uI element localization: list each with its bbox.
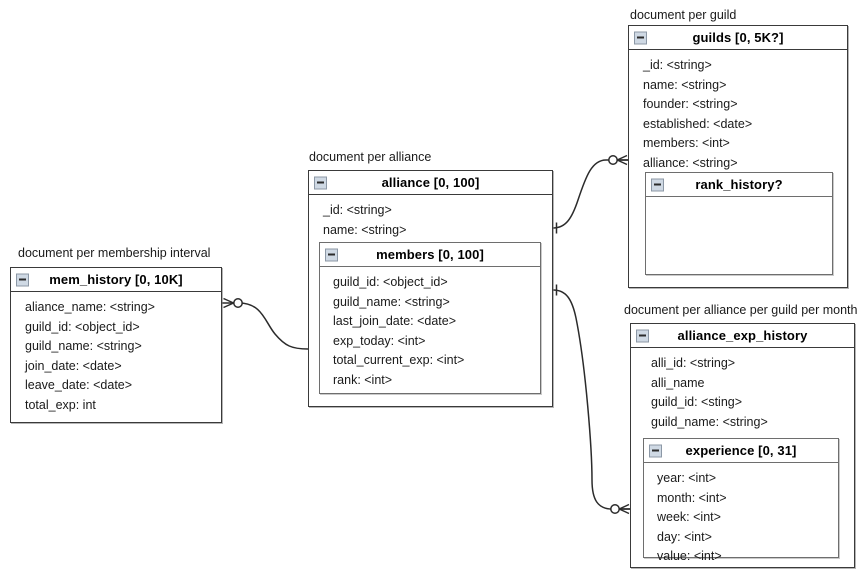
caption-alliance-exp-history: document per alliance per guild per mont… (624, 303, 858, 317)
field-row: leave_date: <date> (25, 378, 133, 392)
field-row: guild_name: <string> (25, 339, 142, 353)
subentity-experience[interactable]: experience [0, 31] year: <int> month: <i… (643, 438, 839, 563)
entity-header-guilds[interactable]: guilds [0, 5K?] (629, 26, 847, 50)
minus-box-icon[interactable] (636, 329, 649, 342)
field-row: value: <int> (657, 549, 722, 563)
field-row: day: <int> (657, 529, 712, 544)
field-row: week: <int> (657, 510, 721, 524)
field-row: guild_name: <string> (651, 414, 768, 429)
minus-box-icon[interactable] (314, 176, 327, 189)
entity-title-guilds: guilds [0, 5K?] (692, 30, 784, 45)
relationship-members-experience (550, 284, 630, 515)
entity-guilds[interactable]: guilds [0, 5K?] _id: <string> name: <str… (628, 25, 848, 288)
field-row: rank: <int> (333, 372, 393, 387)
minus-box-icon[interactable] (651, 178, 664, 191)
entity-fields-alliance: _id: <string> name: <string> (309, 195, 552, 240)
field-row: year: <int> (657, 471, 717, 485)
subentity-title-experience: experience [0, 31] (685, 443, 797, 458)
field-row: name: <string> (323, 222, 407, 237)
relationship-mem-history-members (222, 297, 320, 355)
field-row: established: <date> (643, 116, 753, 131)
minus-box-icon[interactable] (649, 444, 662, 457)
caption-guilds: document per guild (630, 8, 737, 22)
subentity-fields-members: guild_id: <object_id> guild_name: <strin… (320, 267, 540, 394)
field-row: guild_id: <object_id> (25, 319, 140, 334)
caption-alliance: document per alliance (309, 150, 432, 164)
subentity-header-members[interactable]: members [0, 100] (320, 243, 540, 267)
field-row: alli_name (651, 375, 705, 390)
minus-box-icon[interactable] (16, 273, 29, 286)
caption-mem-history: document per membership interval (18, 246, 211, 260)
field-row: _id: <string> (323, 203, 392, 217)
field-row: join_date: <date> (25, 358, 122, 373)
entity-fields-guilds: _id: <string> name: <string> founder: <s… (629, 50, 847, 173)
entity-header-mem-history[interactable]: mem_history [0, 10K] (11, 268, 221, 292)
field-row: alliance: <string> (643, 155, 738, 170)
entity-title-mem-history: mem_history [0, 10K] (49, 272, 183, 287)
field-row: guild_name: <string> (333, 294, 450, 309)
field-row: last_join_date: <date> (333, 314, 457, 328)
entity-title-alliance: alliance [0, 100] (381, 175, 480, 190)
subentity-title-members: members [0, 100] (376, 247, 484, 262)
field-row: month: <int> (657, 490, 727, 505)
minus-box-icon[interactable] (325, 248, 338, 261)
subentity-header-experience[interactable]: experience [0, 31] (644, 439, 838, 463)
entity-mem-history[interactable]: mem_history [0, 10K] aliance_name: <stri… (10, 267, 222, 423)
entity-title-alliance-exp-history: alliance_exp_history (677, 328, 808, 343)
entity-alliance[interactable]: alliance [0, 100] _id: <string> name: <s… (308, 170, 553, 407)
minus-box-icon[interactable] (634, 31, 647, 44)
relationship-alliance-guilds (550, 154, 628, 234)
field-row: alli_id: <string> (651, 356, 736, 370)
entity-alliance-exp-history[interactable]: alliance_exp_history alli_id: <string> a… (630, 323, 855, 568)
subentity-title-rank-history: rank_history? (695, 177, 783, 192)
field-row: guild_id: <sting> (651, 395, 743, 409)
subentity-fields-experience: year: <int> month: <int> week: <int> day… (644, 463, 838, 571)
entity-header-alliance[interactable]: alliance [0, 100] (309, 171, 552, 195)
subentity-rank-history[interactable]: rank_history? (645, 172, 833, 275)
subentity-members[interactable]: members [0, 100] guild_id: <object_id> g… (319, 242, 541, 394)
field-row: name: <string> (643, 77, 727, 92)
field-row: total_exp: int (25, 397, 96, 412)
field-row: members: <int> (643, 136, 730, 150)
field-row: total_current_exp: <int> (333, 353, 465, 367)
field-row: exp_today: <int> (333, 333, 426, 348)
field-row: aliance_name: <string> (25, 300, 155, 314)
field-row: guild_id: <object_id> (333, 275, 448, 289)
entity-fields-alliance-exp-history: alli_id: <string> alli_name guild_id: <s… (631, 348, 854, 432)
subentity-fields-rank-history (646, 197, 832, 207)
entity-fields-mem-history: aliance_name: <string> guild_id: <object… (11, 292, 221, 419)
field-row: founder: <string> (643, 97, 738, 111)
subentity-header-rank-history[interactable]: rank_history? (646, 173, 832, 197)
field-row: _id: <string> (643, 58, 712, 72)
entity-header-alliance-exp-history[interactable]: alliance_exp_history (631, 324, 854, 348)
